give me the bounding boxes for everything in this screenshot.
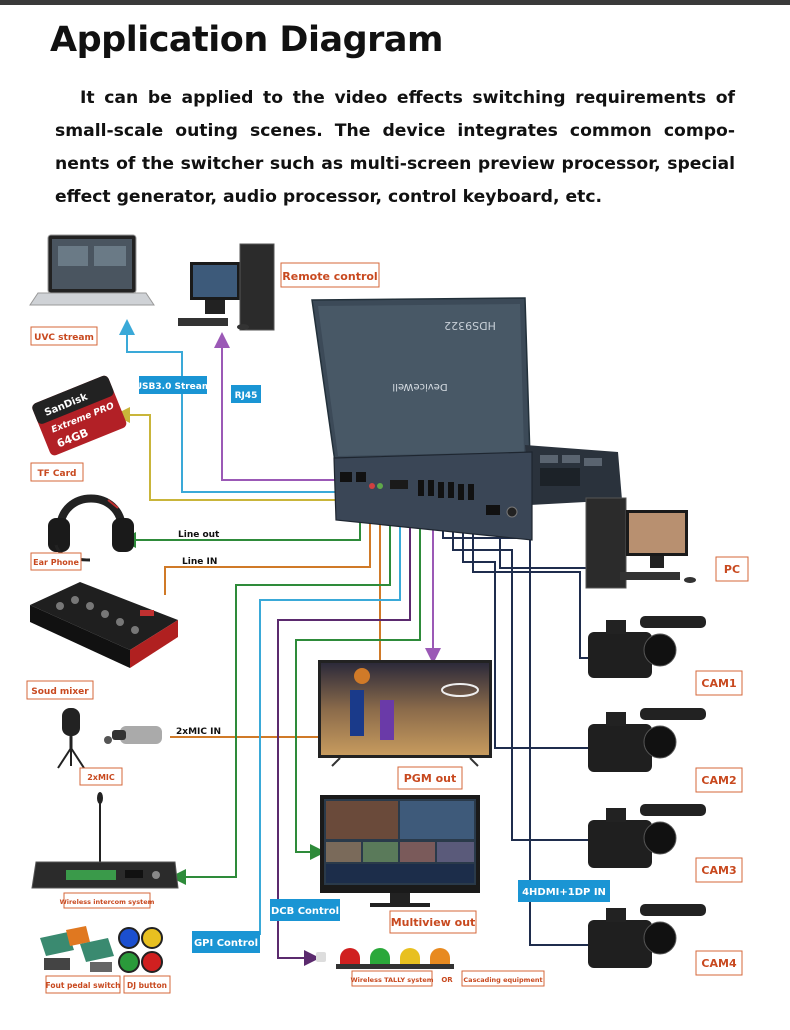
label-cascading: Cascading equipment <box>461 970 545 987</box>
microphone-icon <box>57 708 85 769</box>
line-gpi <box>259 500 408 935</box>
label-line-out: Line out <box>178 530 220 540</box>
dj-button-icon <box>118 927 163 973</box>
svg-text:Ear Phone: Ear Phone <box>33 558 79 567</box>
svg-text:UVC stream: UVC stream <box>34 333 94 343</box>
label-sound-mixer: Soud mixer <box>26 680 94 700</box>
label-cam1: CAM1 <box>695 670 743 696</box>
label-mic-in: 2xMIC IN <box>176 727 221 737</box>
switcher-device: HDS9322 DeviceWell <box>311 297 622 541</box>
label-pgm-out: PGM out <box>397 766 463 790</box>
line-multiview <box>295 508 421 860</box>
camera-icon-2 <box>588 708 706 772</box>
label-pc: PC <box>715 556 749 582</box>
line-cam1 <box>465 514 590 659</box>
tag-rj45: RJ45 <box>231 385 261 403</box>
camera-icon-1 <box>588 616 706 678</box>
label-cam3: CAM3 <box>695 857 743 883</box>
label-multiview-out: Multiview out <box>389 910 477 934</box>
svg-text:Fout pedal switch: Fout pedal switch <box>46 981 121 990</box>
camera-icon-4 <box>588 904 706 968</box>
tag-hdmi-in: 4HDMI+1DP IN <box>518 880 610 902</box>
line-cam2 <box>455 514 590 749</box>
svg-text:PC: PC <box>724 563 740 576</box>
svg-text:Wireless TALLY system: Wireless TALLY system <box>350 976 433 984</box>
svg-text:TF Card: TF Card <box>38 469 77 479</box>
camera-icon-3 <box>588 804 706 868</box>
device-brand-label: DeviceWell <box>392 381 447 392</box>
handheld-mic-icon <box>104 726 162 744</box>
label-mic: 2xMIC <box>79 767 123 786</box>
tag-gpi-control: GPI Control <box>192 931 260 953</box>
line-tf-card <box>114 407 352 501</box>
label-tf-card: TF Card <box>30 462 84 482</box>
svg-text:PGM out: PGM out <box>404 772 457 785</box>
line-line-out <box>120 505 361 548</box>
svg-text:DJ button: DJ button <box>127 981 167 990</box>
svg-text:CAM2: CAM2 <box>701 774 736 787</box>
label-uvc-stream: UVC stream <box>30 326 98 346</box>
svg-text:CAM1: CAM1 <box>701 677 736 690</box>
svg-text:GPI Control: GPI Control <box>194 938 258 949</box>
line-rj45 <box>214 332 346 481</box>
pc-tower-icon <box>585 497 696 589</box>
tf-card-icon: SanDisk Extreme PRO 64GB <box>32 375 127 456</box>
intercom-unit-icon <box>31 792 179 889</box>
svg-text:CAM4: CAM4 <box>701 957 737 970</box>
device-model-label: HDS9322 <box>444 319 496 332</box>
multiview-monitor-icon <box>320 795 480 907</box>
line-cam3 <box>445 514 590 841</box>
label-line-in: Line IN <box>182 557 217 567</box>
label-cam4: CAM4 <box>695 950 743 976</box>
label-wireless-tally: Wireless TALLY system <box>350 970 434 987</box>
line-intercom <box>170 510 391 885</box>
svg-text:Cascading equipment: Cascading equipment <box>463 976 542 984</box>
label-ear-phone: Ear Phone <box>30 552 82 571</box>
headphone-icon <box>48 494 134 562</box>
connection-lines <box>114 319 595 966</box>
svg-text:CAM3: CAM3 <box>701 864 736 877</box>
line-pc <box>492 516 595 569</box>
foot-pedal-icon <box>40 926 114 972</box>
svg-text:DCB Control: DCB Control <box>271 906 339 917</box>
svg-text:4HDMI+1DP IN: 4HDMI+1DP IN <box>522 887 606 898</box>
pgm-tv-icon <box>318 660 492 767</box>
label-fout-pedal: Fout pedal switch <box>45 975 121 994</box>
svg-text:USB3.0 Stream: USB3.0 Stream <box>135 382 212 392</box>
page-title: Application Diagram <box>50 20 444 60</box>
svg-text:RJ45: RJ45 <box>235 391 258 401</box>
label-remote-control: Remote control <box>280 262 380 288</box>
label-dj-button: DJ button <box>123 975 171 994</box>
line-usb-stream <box>119 319 342 493</box>
desktop-computer-icon <box>178 243 275 331</box>
label-wireless-intercom: Wireless intercom system <box>60 892 155 909</box>
tag-usb-stream: USB3.0 Stream <box>135 376 212 394</box>
svg-text:2xMIC: 2xMIC <box>87 773 115 782</box>
tally-lights-icon <box>316 948 454 969</box>
label-cam2: CAM2 <box>695 767 743 793</box>
tag-dcb-control: DCB Control <box>270 899 340 921</box>
svg-text:Remote control: Remote control <box>282 270 377 283</box>
svg-text:Multiview out: Multiview out <box>391 916 476 929</box>
label-or: OR <box>441 976 453 984</box>
top-edge-bar <box>0 0 790 5</box>
line-dcb <box>277 508 411 966</box>
svg-text:Wireless intercom system: Wireless intercom system <box>60 898 155 906</box>
laptop-icon <box>29 234 155 306</box>
svg-text:Soud mixer: Soud mixer <box>31 687 89 697</box>
line-line-in <box>164 500 378 595</box>
sound-mixer-icon <box>30 582 178 668</box>
page-description: It can be applied to the video effects s… <box>55 88 735 207</box>
